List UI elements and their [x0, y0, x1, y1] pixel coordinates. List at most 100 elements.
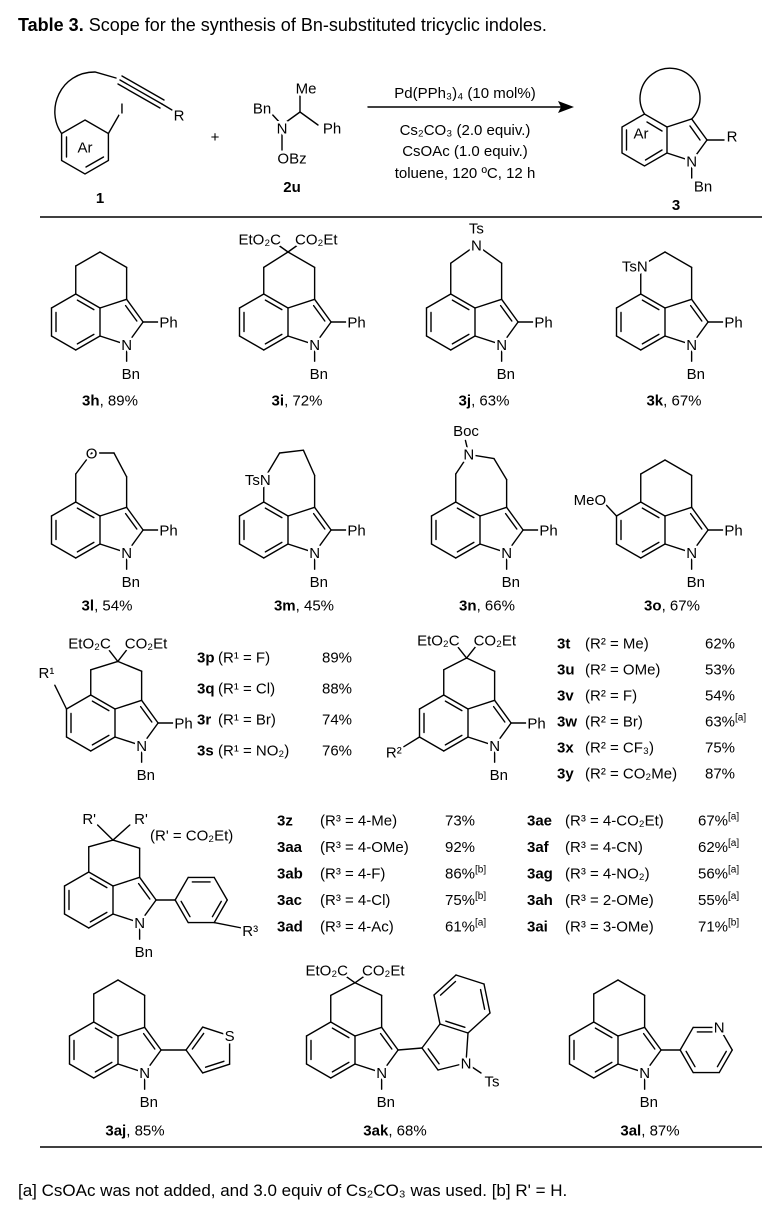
bond [474, 335, 503, 346]
bond [75, 452, 93, 475]
bond [444, 700, 463, 712]
bn-label: Bn [694, 178, 712, 195]
table-row: 3v(R² = F)54% [557, 687, 735, 704]
compound-yield: 72% [292, 392, 322, 409]
compound-yield: 67% [670, 597, 700, 614]
bond [641, 299, 660, 311]
compound-id: 3ac [277, 892, 302, 909]
bond [114, 736, 143, 747]
bond [99, 335, 128, 346]
atom-label-eto2c: EtO₂C [306, 962, 349, 979]
table-row: 3ae(R³ = 4-CO₂Et)67%[a] [527, 811, 739, 829]
caption-separator: , [471, 392, 479, 409]
bond [690, 529, 709, 554]
footnote-marker: [a] [728, 891, 739, 902]
compound-yield: 55% [698, 892, 728, 909]
atom-label-r2: R² [386, 745, 402, 762]
bond [117, 648, 129, 663]
compound-id: 3ae [527, 812, 552, 829]
bond [211, 900, 222, 918]
compound-yield-cell: 87% [705, 765, 735, 782]
substituent-tables: 3p(R¹ = F)89%3q(R¹ = Cl)88%3r(R¹ = Br)74… [197, 635, 746, 935]
bond [50, 543, 77, 559]
table-row: 3w(R² = Br)63%[a] [557, 712, 746, 730]
bond [76, 541, 95, 553]
table-row: 3ad(R³ = 4-Ac)61%[a] [277, 917, 486, 935]
bond [302, 449, 316, 477]
compound-yield: 66% [485, 597, 515, 614]
compound-yield: 89% [108, 392, 138, 409]
bond [330, 982, 356, 997]
compound-id: 3z [277, 812, 293, 829]
bond [397, 1047, 423, 1051]
atom-label-s: S [225, 1028, 235, 1045]
table-row: 3af(R³ = 4-CN)62%[a] [527, 838, 739, 856]
compound-id: 3ai [527, 918, 548, 935]
bond [568, 1063, 595, 1079]
compound-yield-cell: 75%[b] [445, 891, 486, 909]
table-row: 3p(R¹ = F)89% [197, 649, 352, 666]
substituent-condition: (R¹ = Cl) [218, 680, 275, 697]
bond [313, 321, 332, 346]
bond [238, 335, 265, 351]
bond [456, 507, 475, 519]
compound-caption-3aj: 3aj, 85% [105, 1122, 164, 1139]
table-row: 3x(R² = CF₃)75% [557, 739, 735, 756]
substituent-condition: (R³ = 4-Cl) [320, 892, 390, 909]
bond [433, 974, 457, 996]
bond [75, 543, 101, 559]
bond [492, 705, 506, 723]
bond [180, 900, 191, 918]
compound-id: 3aj [105, 1122, 126, 1139]
plus-sign: + [211, 129, 220, 146]
bond [90, 694, 116, 710]
bond [689, 512, 703, 530]
compound-id: 3o [644, 597, 662, 614]
bond [479, 988, 486, 1010]
r-label: R [174, 107, 185, 124]
substituent-table-2: 3t(R² = Me)62%3u(R² = OMe)53%3v(R² = F)5… [557, 635, 746, 782]
compound-caption-3k: 3k, 67% [646, 392, 701, 409]
bond [433, 994, 441, 1025]
me-label: Me [296, 80, 317, 97]
bond [263, 335, 289, 351]
bond [640, 459, 666, 475]
compound-yield: 63% [479, 392, 509, 409]
compound-yield-cell: 63%[a] [705, 712, 746, 730]
bond [277, 244, 289, 253]
compound-yield: 88% [322, 680, 352, 697]
bond [99, 298, 128, 309]
bond [643, 1049, 662, 1074]
compound-yield: 54% [102, 597, 132, 614]
substituent-condition: (R³ = 4-CN) [565, 839, 643, 856]
bond [455, 974, 485, 985]
compound-yield: 67% [698, 812, 728, 829]
bond [690, 298, 709, 323]
substituent-condition: (R² = Me) [585, 635, 649, 652]
bn-label: Bn [253, 100, 271, 117]
bond [443, 736, 469, 752]
bond [124, 304, 138, 322]
bond [313, 506, 332, 531]
atom-label-ph: Ph [347, 314, 365, 331]
bond [287, 251, 316, 269]
compound-yield: 67% [672, 392, 702, 409]
compound-id: 3ak [363, 1122, 389, 1139]
bond [125, 529, 144, 554]
bond [140, 722, 159, 747]
atom-label-n: N [639, 1065, 650, 1082]
reagent-2u-structure: Bn N Me Ph OBz 2u [250, 78, 343, 196]
bond [287, 298, 316, 309]
atom-label-n: N [686, 545, 697, 562]
atom-label-co2et: CO₂Et [362, 962, 405, 979]
bond [641, 507, 660, 519]
table-row: 3s(R¹ = NO₂)76% [197, 742, 352, 759]
atom-label-bn: Bn [135, 944, 153, 961]
compound-yield-cell: 53% [705, 661, 735, 678]
bond [679, 1049, 694, 1074]
bond [456, 645, 468, 659]
atom-label-ph: Ph [347, 522, 365, 539]
